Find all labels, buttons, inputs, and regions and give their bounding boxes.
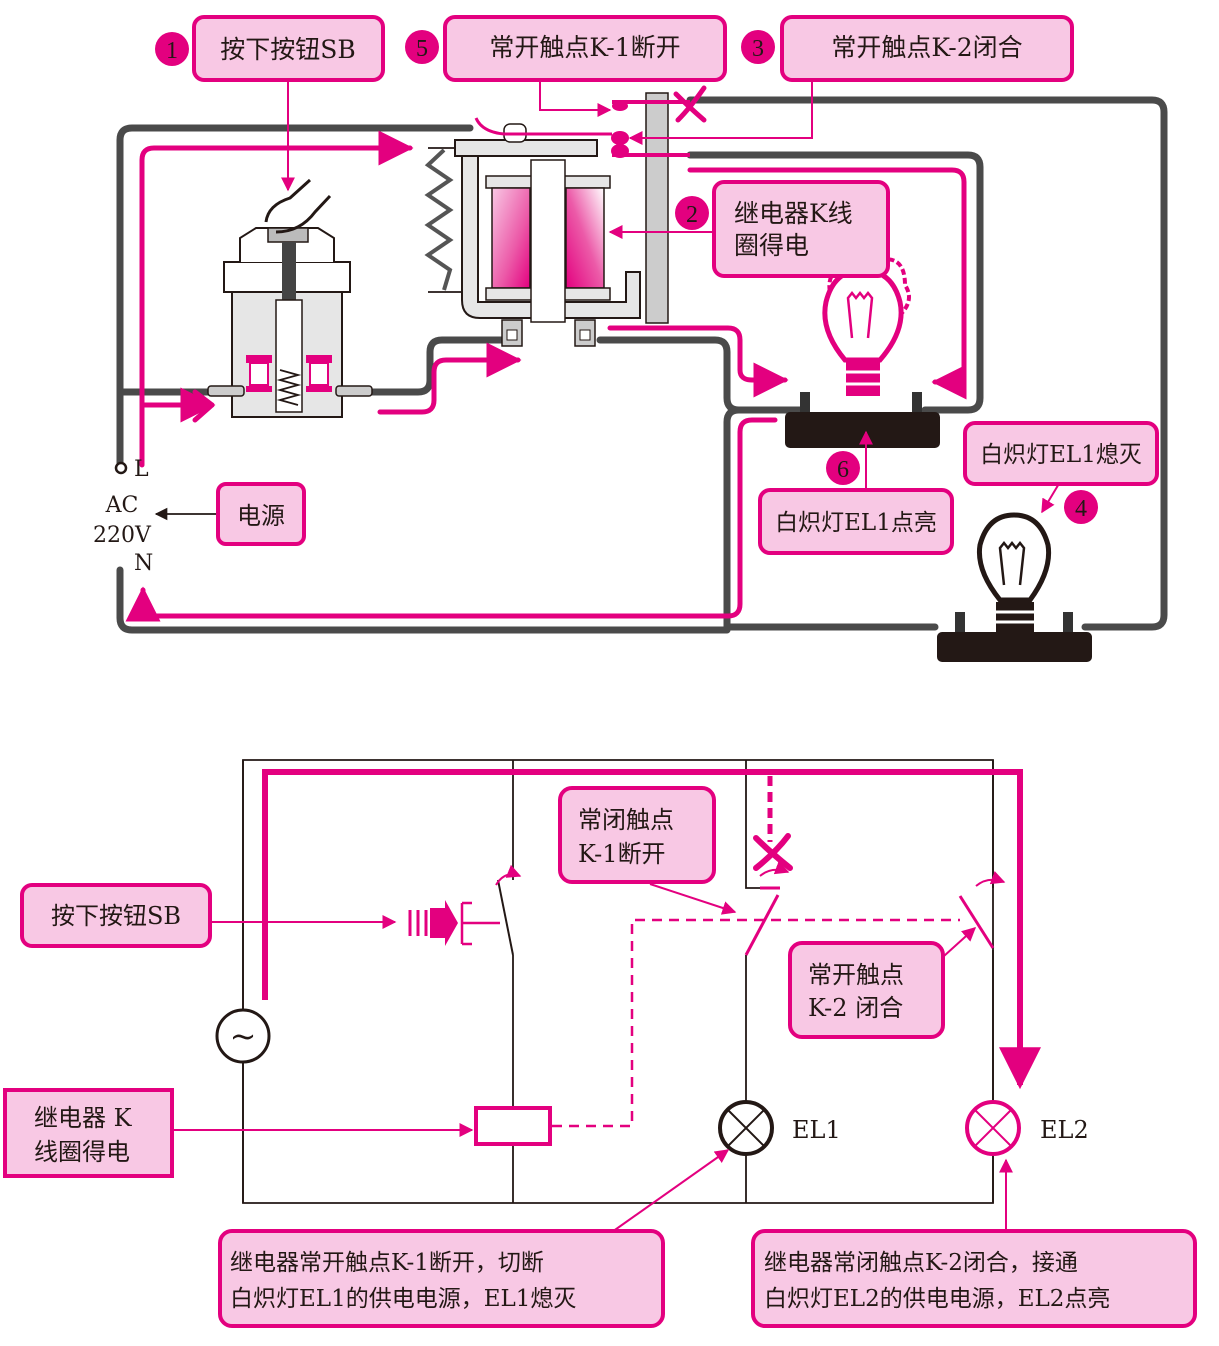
current-flow-path bbox=[125, 130, 967, 622]
callout-relay-coil: 继电器 K 线圈得电 bbox=[3, 1088, 174, 1178]
svg-text:3: 3 bbox=[752, 36, 764, 62]
schematic-current-flow bbox=[262, 769, 1041, 1090]
step-callout-6: 6 白炽灯EL1点亮 bbox=[758, 451, 954, 555]
lamp-el1-lit bbox=[785, 253, 940, 448]
contact-k2-symbol bbox=[958, 871, 1006, 949]
push-button-sb[interactable] bbox=[207, 178, 373, 418]
press-arrow-icon bbox=[430, 900, 458, 946]
contact-k2 bbox=[611, 131, 690, 158]
svg-text:常开触点: 常开触点 bbox=[808, 961, 904, 989]
svg-text:2: 2 bbox=[686, 202, 698, 228]
svg-text:K-1断开: K-1断开 bbox=[578, 840, 666, 868]
contact-k1-symbol bbox=[744, 833, 793, 956]
callout-k2-contact: 常开触点 K-2 闭合 bbox=[788, 941, 945, 1039]
step-callout-5: 5 常开触点K-1断开 bbox=[405, 15, 727, 82]
svg-text:常闭触点: 常闭触点 bbox=[578, 806, 674, 834]
step-callout-1: 1 按下按钮SB bbox=[155, 15, 385, 82]
voltage-label: 220V bbox=[93, 523, 152, 548]
lamp-el1-symbol: EL1 bbox=[718, 1100, 841, 1156]
svg-text:继电器常开触点K-1断开，切断: 继电器常开触点K-1断开，切断 bbox=[230, 1250, 544, 1276]
svg-text:白炽灯EL2的供电电源，EL2点亮: 白炽灯EL2的供电电源，EL2点亮 bbox=[764, 1286, 1110, 1312]
terminal-l-label: L bbox=[134, 457, 149, 482]
cross-mark-icon bbox=[673, 85, 707, 123]
svg-text:按下按钮SB: 按下按钮SB bbox=[51, 902, 181, 930]
svg-text:白炽灯EL1熄灭: 白炽灯EL1熄灭 bbox=[980, 442, 1142, 468]
step-callout-3: 3 常开触点K-2闭合 bbox=[741, 15, 1074, 82]
callout-el1-note: 继电器常开触点K-1断开，切断 白炽灯EL1的供电电源，EL1熄灭 bbox=[218, 1229, 665, 1328]
callout-leaders bbox=[281, 80, 1061, 514]
contact-k1 bbox=[612, 100, 690, 111]
relay-coil-k[interactable] bbox=[474, 918, 960, 1146]
step-callout-4: 4 白炽灯EL1熄灭 bbox=[963, 421, 1159, 524]
callout-press-button: 按下按钮SB bbox=[20, 883, 212, 948]
svg-text:圈得电: 圈得电 bbox=[734, 231, 809, 260]
svg-text:线圈得电: 线圈得电 bbox=[34, 1138, 130, 1166]
circuit-wires bbox=[116, 96, 1168, 634]
svg-text:电源: 电源 bbox=[237, 502, 285, 530]
lamp-el2-symbol: EL2 bbox=[965, 1100, 1089, 1156]
cross-mark-icon bbox=[753, 833, 793, 871]
power-source-callout: 电源 bbox=[216, 482, 306, 546]
svg-text:按下按钮SB: 按下按钮SB bbox=[220, 35, 356, 64]
top-pictorial-diagram: L AC 220V N 电源 1 按下按钮SB bbox=[93, 15, 1168, 662]
ac-label: AC bbox=[105, 493, 139, 518]
step-callout-2: 2 继电器K线 圈得电 bbox=[675, 180, 890, 278]
svg-text:5: 5 bbox=[416, 36, 428, 62]
svg-text:白炽灯EL1点亮: 白炽灯EL1点亮 bbox=[775, 510, 937, 536]
svg-text:白炽灯EL1的供电电源，EL1熄灭: 白炽灯EL1的供电电源，EL1熄灭 bbox=[230, 1286, 576, 1312]
power-source: L AC 220V N 电源 bbox=[93, 457, 306, 576]
relay-terminals bbox=[501, 319, 596, 347]
schematic-leaders bbox=[172, 883, 1013, 1233]
terminal-n-label: N bbox=[134, 551, 153, 576]
bottom-schematic-diagram: ~ EL1 bbox=[3, 759, 1197, 1328]
callout-el2-note: 继电器常闭触点K-2闭合，接通 白炽灯EL2的供电电源，EL2点亮 bbox=[751, 1229, 1197, 1328]
svg-text:继电器 K: 继电器 K bbox=[34, 1104, 133, 1132]
svg-text:EL1: EL1 bbox=[792, 1116, 841, 1144]
svg-text:继电器常闭触点K-2闭合，接通: 继电器常闭触点K-2闭合，接通 bbox=[764, 1250, 1078, 1276]
svg-text:K-2 闭合: K-2 闭合 bbox=[808, 994, 903, 1022]
terminal-l-icon bbox=[114, 461, 128, 475]
svg-text:~: ~ bbox=[230, 1017, 257, 1055]
ac-source-symbol: ~ bbox=[215, 1008, 271, 1064]
contact-pair bbox=[246, 355, 332, 392]
svg-text:4: 4 bbox=[1075, 496, 1087, 522]
svg-text:EL2: EL2 bbox=[1040, 1116, 1089, 1144]
lamp-el2-off bbox=[937, 512, 1092, 662]
svg-text:6: 6 bbox=[837, 457, 849, 483]
svg-text:继电器K线: 继电器K线 bbox=[734, 199, 853, 228]
callout-k1-contact: 常闭触点 K-1断开 bbox=[558, 786, 716, 884]
push-button-switch-sb[interactable] bbox=[408, 864, 522, 956]
relay-k[interactable] bbox=[424, 85, 707, 347]
svg-text:常开触点K-2闭合: 常开触点K-2闭合 bbox=[831, 33, 1022, 62]
svg-text:常开触点K-1断开: 常开触点K-1断开 bbox=[489, 33, 680, 62]
finger-icon bbox=[264, 178, 332, 234]
svg-text:1: 1 bbox=[166, 38, 178, 64]
